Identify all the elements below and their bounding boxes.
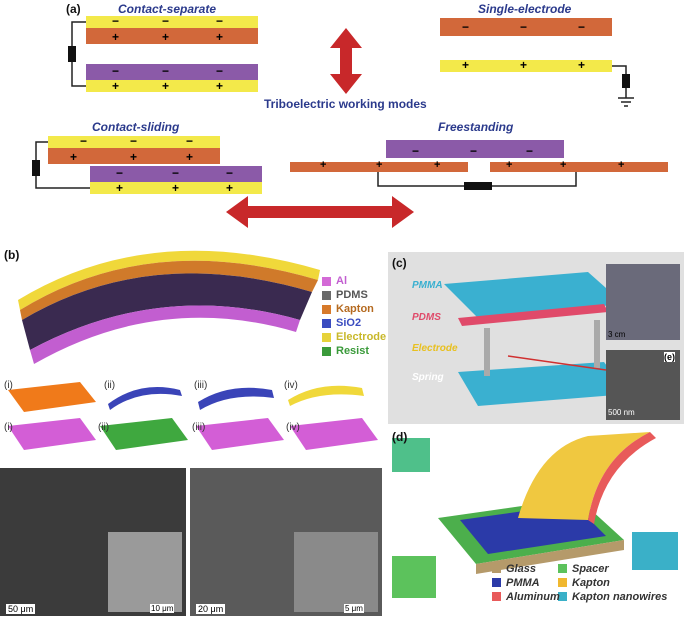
- sem-right-scale: 20 μm: [196, 604, 226, 614]
- step-1: (i): [4, 380, 13, 391]
- panel-a-diagram: [32, 16, 668, 228]
- inset-e-label: (e): [664, 352, 675, 362]
- cs-top-layer: [86, 28, 258, 44]
- vertical-red-arrow: [330, 28, 362, 94]
- step-2b: (ii): [98, 422, 110, 433]
- inset-layers-left: [392, 556, 436, 598]
- mode-contact-sliding-title: Contact-sliding: [92, 120, 180, 134]
- step-3b: (iii): [192, 422, 206, 433]
- panel-d-label: (d): [392, 430, 408, 444]
- legend-glass: Glass: [506, 563, 536, 575]
- panel-c-label: (c): [392, 256, 407, 270]
- legend-electrode: Electrode: [336, 331, 387, 343]
- mode-freestanding-title: Freestanding: [438, 120, 514, 134]
- legend-al: Al: [336, 275, 347, 287]
- legend-kapton-nanowires: Kapton nanowires: [572, 591, 668, 603]
- layer-electrode: Electrode: [412, 343, 458, 354]
- freestanding-diagram: [290, 140, 668, 190]
- sem-left-inset-scale: 10 μm: [150, 604, 175, 613]
- panel-a-label: (a): [66, 2, 81, 16]
- legend-sio2: SiO2: [336, 317, 362, 329]
- mode-contact-separate-title: Contact-separate: [118, 2, 217, 16]
- contact-separate-diagram: [68, 16, 258, 92]
- single-electrode-diagram: [440, 18, 634, 107]
- panel-c-diagram: [388, 252, 684, 424]
- modes-caption: Triboelectric working modes: [264, 97, 427, 111]
- se-top-layer: [440, 18, 612, 36]
- cs-bottom-layer: [86, 64, 258, 80]
- inset-nanowires: [392, 438, 430, 472]
- sem-right-inset-scale: 5 μm: [344, 604, 364, 613]
- layer-pmma: PMMA: [412, 280, 443, 291]
- step-1b: (i): [4, 422, 13, 433]
- cs-top-electrode: [86, 16, 258, 28]
- inset-e-scale: 500 nm: [608, 408, 635, 417]
- cs-bottom-electrode: [86, 80, 258, 92]
- photo-scale: 3 cm: [608, 330, 626, 339]
- curved-device: [18, 250, 320, 364]
- legend-resist: Resist: [336, 345, 370, 357]
- legend-kapton-d: Kapton: [572, 577, 610, 589]
- sem-left-scale: 50 μm: [6, 604, 36, 614]
- layer-pdms: PDMS: [412, 312, 441, 323]
- mode-single-electrode-title: Single-electrode: [478, 2, 572, 16]
- panel-b-diagram: [0, 250, 382, 616]
- panel-b-label: (b): [4, 248, 20, 262]
- photo-device: [606, 264, 680, 340]
- panel-d-diagram: [392, 432, 678, 601]
- horizontal-red-arrow: [226, 196, 414, 228]
- legend-pdms: PDMS: [336, 289, 368, 301]
- legend-aluminum: Aluminum: [506, 591, 560, 603]
- legend-spacer: Spacer: [572, 563, 609, 575]
- legend-pmma: PMMA: [506, 577, 540, 589]
- layer-spring: Spring: [412, 372, 444, 383]
- step-2: (ii): [104, 380, 116, 391]
- legend-kapton: Kapton: [336, 303, 374, 315]
- step-4b: (iv): [286, 422, 300, 433]
- inset-layers-right: [632, 532, 678, 570]
- se-electrode: [440, 60, 612, 72]
- process-row-1: [8, 382, 364, 412]
- contact-sliding-diagram: [32, 136, 262, 194]
- step-4: (iv): [284, 380, 298, 391]
- step-3: (iii): [194, 380, 208, 391]
- process-row-2: [8, 418, 378, 450]
